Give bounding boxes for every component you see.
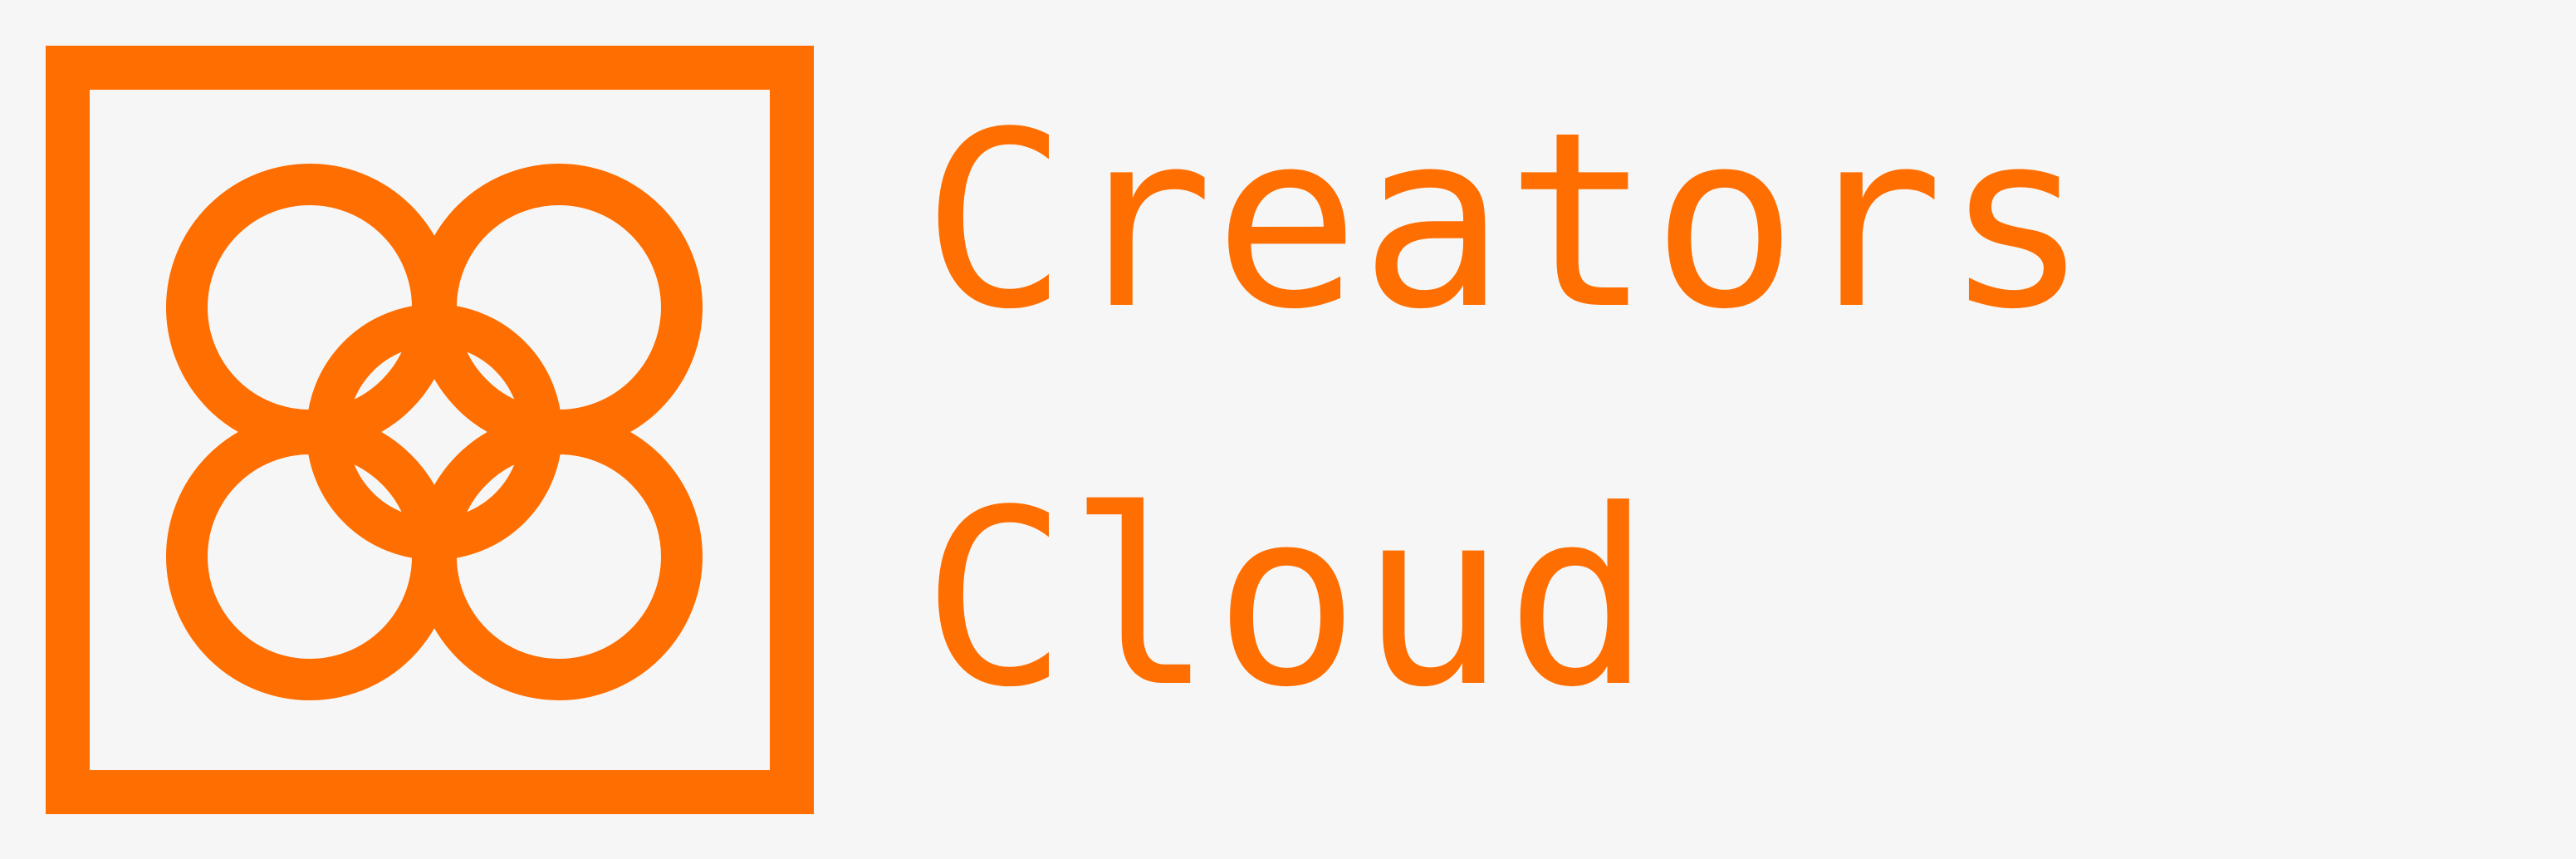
wordmark-line-creators: Creators [922,80,2090,362]
flower-petal-top-right [415,164,703,451]
wordmark: Creators Cloud [922,91,2500,773]
flower-petal-bottom-left [166,413,453,700]
four-petal-flower-icon [166,164,703,700]
logo-mark [46,46,814,814]
wordmark-line-cloud: Cloud [922,458,1652,740]
flower-petal-top-left [166,164,453,451]
square-frame [46,46,814,814]
flower-petal-bottom-right [415,413,703,700]
